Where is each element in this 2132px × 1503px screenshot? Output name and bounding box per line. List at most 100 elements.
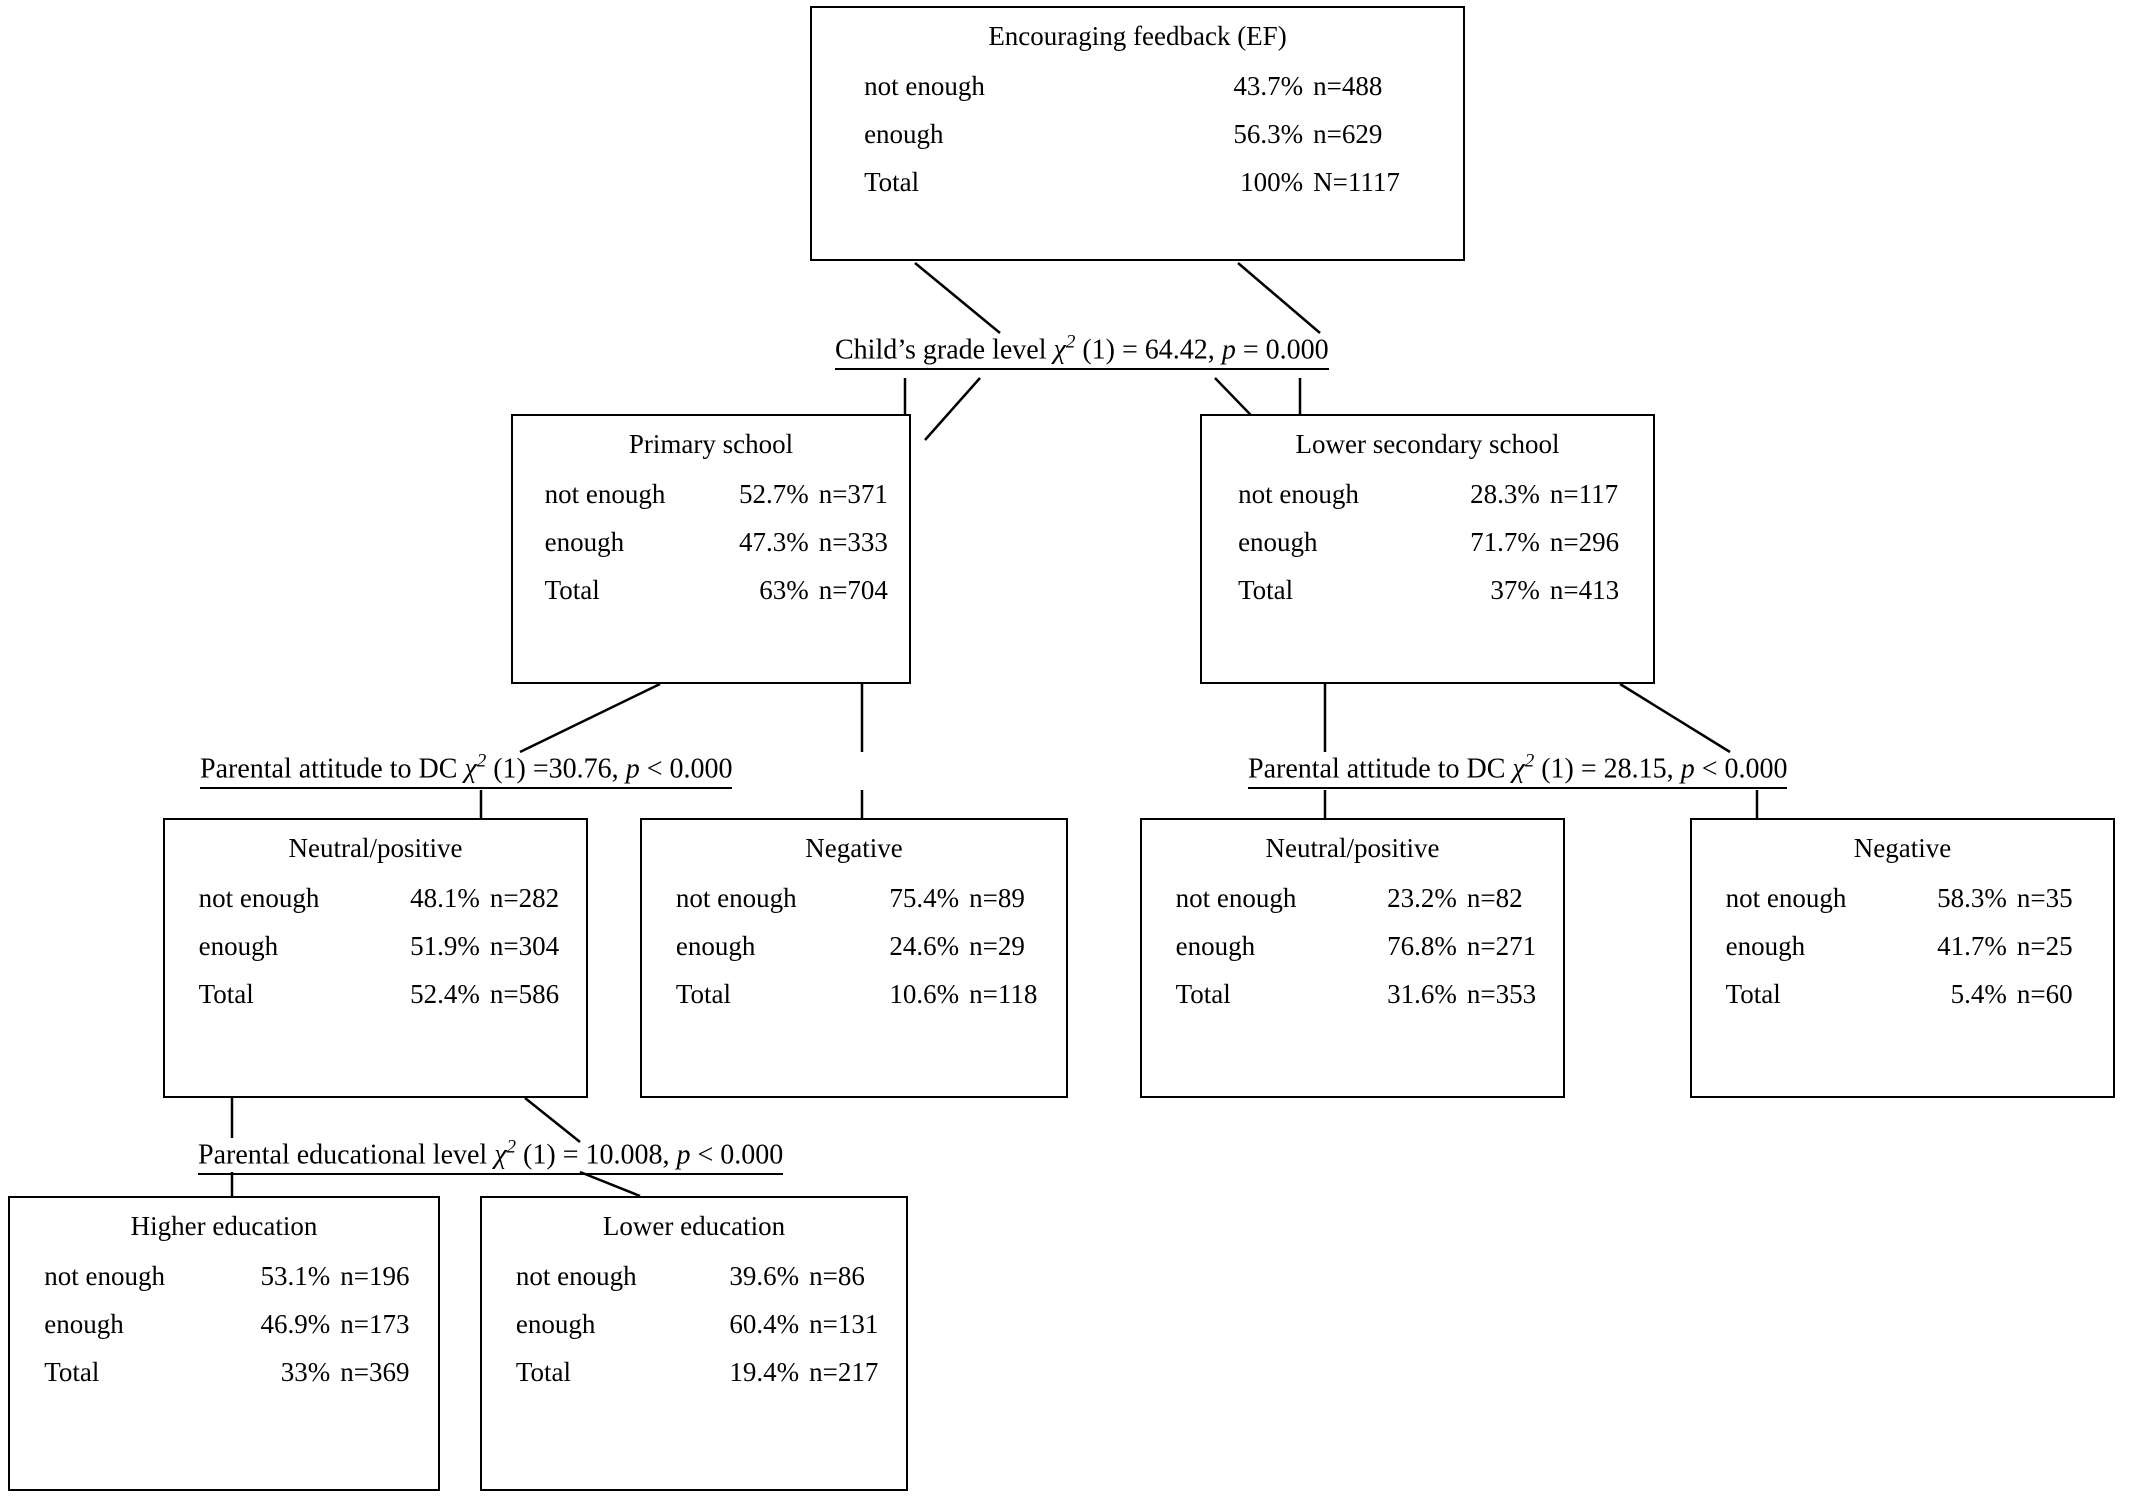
row-category: Total <box>864 167 920 198</box>
node-title: Encouraging feedback (EF) <box>988 21 1287 51</box>
row-percent: 28.3% <box>1470 478 1540 509</box>
row-count: n=304 <box>489 931 560 962</box>
row-count: n=118 <box>969 979 1038 1010</box>
node-title: Higher education <box>130 1211 318 1241</box>
node-lower-secondary-school[interactable]: Lower secondary school not enough 28.3% … <box>1200 414 1655 684</box>
split-label-text: Parental attitude to DC χ2 (1) =30.76, p… <box>200 751 733 785</box>
node-row: Total 63% n=704 <box>545 575 894 606</box>
row-count: n=217 <box>809 1357 879 1388</box>
row-count: n=35 <box>2016 882 2073 913</box>
row-category: not enough <box>515 1260 637 1291</box>
node-rows: not enough 23.2% n=82 enough 76.8% n=271… <box>1142 882 1563 1010</box>
row-count: n=371 <box>818 478 888 509</box>
row-count: n=25 <box>2016 931 2073 962</box>
row-count: n=196 <box>340 1260 410 1291</box>
row-category: enough <box>544 527 625 558</box>
node-row: Total 5.4% n=60 <box>1725 979 2097 1010</box>
row-category: Total <box>515 1357 572 1388</box>
row-count: n=333 <box>818 527 888 558</box>
row-category: enough <box>515 1309 596 1340</box>
row-count: n=131 <box>809 1309 879 1340</box>
row-percent: 47.3% <box>738 527 809 558</box>
row-category: not enough <box>1725 882 1847 913</box>
row-count: n=586 <box>489 979 560 1010</box>
row-category: not enough <box>675 882 797 913</box>
row-percent: 56.3% <box>1233 119 1304 150</box>
split-label-text: Parental attitude to DC χ2 (1) = 28.15, … <box>1248 751 1788 785</box>
row-percent: 24.6% <box>889 931 960 962</box>
node-title: Lower education <box>602 1211 786 1241</box>
row-count: n=629 <box>1313 119 1383 150</box>
row-category: enough <box>1175 931 1256 962</box>
node-rows: not enough 43.7% n=488 enough 56.3% n=62… <box>812 70 1463 198</box>
row-percent: 63% <box>759 575 809 606</box>
row-percent: 76.8% <box>1387 931 1457 962</box>
node-root[interactable]: Encouraging feedback (EF) not enough 43.… <box>810 6 1465 261</box>
node-title: Neutral/positive <box>288 833 463 863</box>
row-count: n=296 <box>1549 527 1620 558</box>
row-count: n=89 <box>969 882 1025 913</box>
node-row: Total 100% N=1117 <box>864 167 1437 198</box>
row-percent: 23.2% <box>1387 882 1457 913</box>
node-row: enough 71.7% n=296 <box>1238 527 1635 558</box>
row-percent: 46.9% <box>260 1309 331 1340</box>
row-category: Total <box>44 1357 100 1388</box>
row-percent: 48.1% <box>410 882 480 913</box>
split-label-grade-level[interactable]: Child’s grade level χ2 (1) = 64.42, p = … <box>835 332 1329 371</box>
row-percent: 75.4% <box>889 882 960 913</box>
node-primary-school[interactable]: Primary school not enough 52.7% n=371 en… <box>511 414 911 684</box>
node-primary-negative[interactable]: Negative not enough 75.4% n=89 enough 24… <box>640 818 1068 1098</box>
node-row: enough 76.8% n=271 <box>1175 931 1547 962</box>
row-category: not enough <box>544 478 666 509</box>
row-percent: 41.7% <box>1937 931 2007 962</box>
node-lower-education[interactable]: Lower education not enough 39.6% n=86 en… <box>480 1196 908 1491</box>
row-percent: 37% <box>1490 575 1540 606</box>
row-category: enough <box>198 931 279 962</box>
split-label-parental-education[interactable]: Parental educational level χ2 (1) = 10.0… <box>198 1137 784 1176</box>
node-row: enough 60.4% n=131 <box>515 1309 889 1340</box>
edge-root-to-split-grade-left <box>914 262 1001 334</box>
node-rows: not enough 58.3% n=35 enough 41.7% n=25 … <box>1692 882 2113 1010</box>
split-label-text: Parental educational level χ2 (1) = 10.0… <box>198 1137 784 1171</box>
split-label-attitude-dc-secondary[interactable]: Parental attitude to DC χ2 (1) = 28.15, … <box>1248 751 1788 790</box>
split-label-attitude-dc-primary[interactable]: Parental attitude to DC χ2 (1) =30.76, p… <box>200 751 733 790</box>
node-rows: not enough 28.3% n=117 enough 71.7% n=29… <box>1202 478 1653 606</box>
node-higher-education[interactable]: Higher education not enough 53.1% n=196 … <box>8 1196 440 1491</box>
node-row: Total 10.6% n=118 <box>675 979 1049 1010</box>
row-count: n=704 <box>818 575 888 606</box>
row-count: n=369 <box>340 1357 410 1388</box>
node-row: not enough 53.1% n=196 <box>44 1260 421 1291</box>
row-percent: 31.6% <box>1387 979 1457 1010</box>
row-count: n=282 <box>489 882 560 913</box>
row-count: n=413 <box>1549 575 1620 606</box>
node-row: not enough 75.4% n=89 <box>675 882 1049 913</box>
node-row: not enough 52.7% n=371 <box>544 478 894 509</box>
row-percent: 51.9% <box>410 931 480 962</box>
row-count: n=271 <box>1466 931 1537 962</box>
row-count: N=1117 <box>1313 167 1400 198</box>
row-percent: 60.4% <box>729 1309 800 1340</box>
row-count: n=353 <box>1466 979 1537 1010</box>
node-title: Negative <box>805 833 903 863</box>
row-category: enough <box>864 119 944 150</box>
row-percent: 71.7% <box>1470 527 1540 558</box>
node-rows: not enough 53.1% n=196 enough 46.9% n=17… <box>10 1260 438 1388</box>
row-percent: 19.4% <box>729 1357 800 1388</box>
node-secondary-neutral-positive[interactable]: Neutral/positive not enough 23.2% n=82 e… <box>1140 818 1565 1098</box>
node-rows: not enough 39.6% n=86 enough 60.4% n=131… <box>482 1260 906 1388</box>
node-row: enough 51.9% n=304 <box>198 931 570 962</box>
node-row: Total 31.6% n=353 <box>1176 979 1547 1010</box>
node-primary-neutral-positive[interactable]: Neutral/positive not enough 48.1% n=282 … <box>163 818 588 1098</box>
edge-split-education-to-lower-diag <box>579 1170 641 1198</box>
row-percent: 5.4% <box>1950 979 2007 1010</box>
node-row: not enough 43.7% n=488 <box>864 70 1437 101</box>
row-category: Total <box>675 979 732 1010</box>
row-category: Total <box>1725 979 1781 1010</box>
node-row: Total 33% n=369 <box>44 1357 421 1388</box>
row-percent: 43.7% <box>1233 70 1304 101</box>
node-title: Negative <box>1853 833 1952 863</box>
row-category: not enough <box>1238 478 1359 509</box>
node-row: enough 56.3% n=629 <box>864 119 1437 150</box>
row-category: not enough <box>44 1260 165 1291</box>
node-secondary-negative[interactable]: Negative not enough 58.3% n=35 enough 41… <box>1690 818 2115 1098</box>
